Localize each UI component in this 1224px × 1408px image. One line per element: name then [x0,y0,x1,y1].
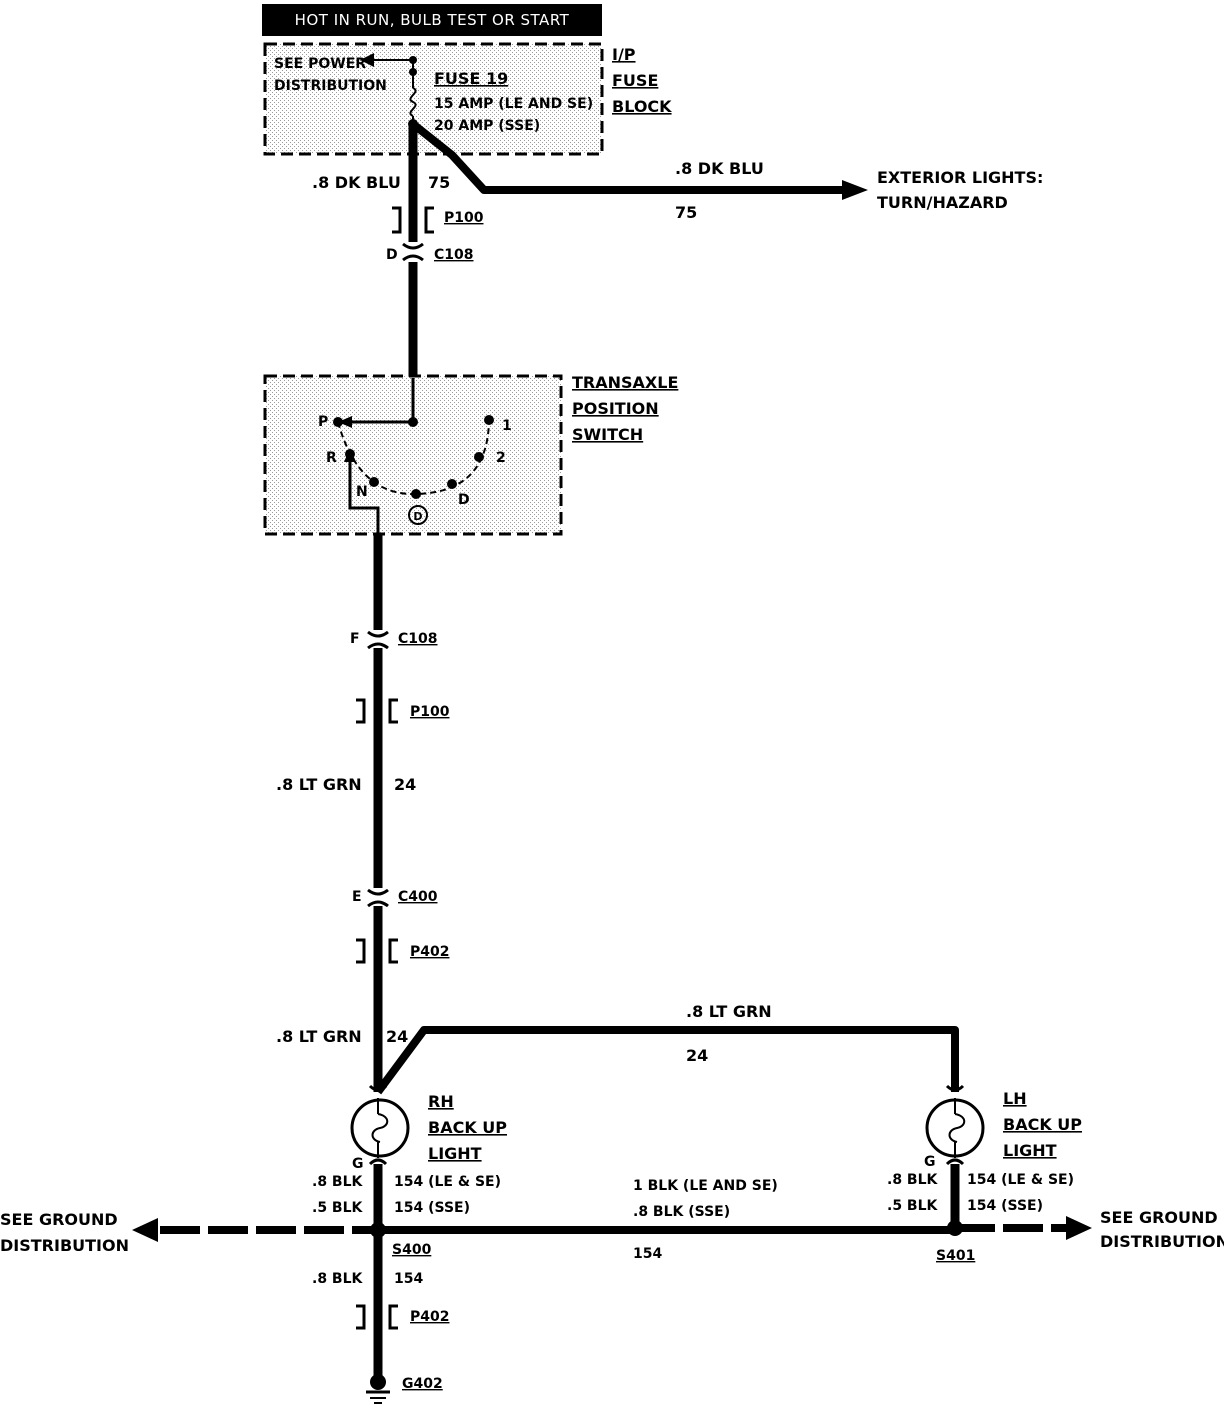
switch-reverse-arrow-icon [344,448,356,462]
power-banner: HOT IN RUN, BULB TEST OR START [262,4,602,36]
rh-ground-circuit-2: 154 (SSE) [394,1200,470,1216]
switch-pos-d: D [458,492,470,508]
wire-low-circuit: 24 [386,1027,408,1046]
p402-mid-label: P402 [410,944,449,960]
ground-right-arrowhead-icon [1066,1216,1092,1240]
switch-pos-2: 2 [496,450,506,466]
ip-fuse-block: SEE POWER DISTRIBUTION FUSE 19 15 AMP (L… [263,42,672,156]
rh-back-up-light-bulb-icon [350,1084,410,1166]
switch-pos-r: R [326,450,337,466]
ground-left-arrowhead-icon [132,1218,158,1242]
fuse-symbol-icon [409,87,417,117]
exterior-lights-arrowhead-icon [842,180,868,200]
p402-mid-connector-icon [356,938,398,964]
wire-dk-blu-branch [410,120,868,200]
ground-lead-color: .8 BLK [312,1271,364,1287]
s401-splice-icon [947,1220,963,1236]
see-ground-left-1: SEE GROUND [0,1210,118,1229]
rh-light-label-1: RH [428,1092,454,1111]
rh-light-label-2: BACK UP [428,1118,507,1137]
switch-wiper-arrow-icon [338,416,352,428]
lh-light-pin: G [924,1154,936,1170]
c108-top-pin: D [386,247,398,263]
wire-mid-color: .8 LT GRN [276,775,362,794]
ground-right-dashed-wire [955,1216,1092,1240]
c400-connector-icon [367,888,389,908]
ground-bus-color-1: 1 BLK (LE AND SE) [633,1178,778,1194]
fuse-block-label-1: I/P [612,45,636,64]
fuse-block-label-2: FUSE [612,71,658,90]
c108-top-label: C108 [434,247,474,263]
switch-pos-1: 1 [502,418,512,434]
ground-left-dashed-wire [132,1218,378,1242]
switch-pos-p: P [318,414,328,430]
ground-bus-color-2: .8 BLK (SSE) [633,1204,730,1220]
ground-lead-circuit: 154 [394,1271,423,1287]
p100-bottom-connector-icon [356,698,398,724]
see-ground-right-2: DISTRIBUTION [1100,1232,1224,1251]
lh-back-up-light-bulb-icon [925,1084,985,1166]
g402-label: G402 [402,1376,443,1392]
p402-bottom-connector-icon [356,1304,398,1330]
switch-label-3: SWITCH [572,425,643,444]
wire-cross-color: .8 LT GRN [686,1002,772,1021]
rh-ground-color-2: .5 BLK [312,1200,364,1216]
c400-label: C400 [398,889,438,905]
exterior-lights-text-2: TURN/HAZARD [877,193,1008,212]
see-power-text-2: DISTRIBUTION [274,78,387,94]
wire-cross-circuit: 24 [686,1046,708,1065]
ground-symbol-icon [366,1374,390,1404]
fuse-rating-1: 15 AMP (LE AND SE) [434,96,593,112]
lh-ground-color-1: .8 BLK [887,1172,939,1188]
lh-ground-color-2: .5 BLK [887,1198,939,1214]
rh-light-label-3: LIGHT [428,1144,482,1163]
c108-bottom-label: C108 [398,631,438,647]
banner-text: HOT IN RUN, BULB TEST OR START [295,11,570,29]
lh-ground-circuit-1: 154 (LE & SE) [967,1172,1074,1188]
p100-bottom-label: P100 [410,704,450,720]
switch-pos-n: N [356,484,368,500]
p100-top-label: P100 [444,210,484,226]
see-power-arrowhead-icon [360,53,374,67]
switch-label-1: TRANSAXLE [572,373,678,392]
rh-light-pin: G [352,1156,364,1172]
switch-label-2: POSITION [572,399,659,418]
fuse-block-label-3: BLOCK [612,97,672,116]
fuse-name: FUSE 19 [434,69,508,88]
s401-label: S401 [936,1248,975,1264]
see-power-text-1: SEE POWER [274,56,366,72]
wire-mid-circuit: 24 [394,775,416,794]
lh-ground-circuit-2: 154 (SSE) [967,1198,1043,1214]
c400-pin: E [352,889,362,905]
exterior-lights-text-1: EXTERIOR LIGHTS: [877,168,1043,187]
wire-lt-grn-cross [374,1026,959,1095]
fuse-rating-2: 20 AMP (SSE) [434,118,540,134]
lh-light-label-3: LIGHT [1003,1141,1057,1160]
c108-top-connector-icon [402,242,424,262]
circled-d-icon [408,505,428,525]
rh-ground-circuit-1: 154 (LE & SE) [394,1174,501,1190]
wire-branch-circuit: 75 [675,203,697,222]
see-ground-right-1: SEE GROUND [1100,1208,1218,1227]
ground-bus-circuit: 154 [633,1246,662,1262]
switch-pos-circled-d: D [413,510,422,523]
s400-label: S400 [392,1242,432,1258]
c108-bottom-connector-icon [367,630,389,650]
wire-top-color: .8 DK BLU [312,173,401,192]
wire-top-circuit: 75 [428,173,450,192]
transaxle-position-switch [263,374,563,536]
p402-bottom-label: P402 [410,1309,449,1325]
c108-bottom-pin: F [350,631,360,647]
wire-low-color: .8 LT GRN [276,1027,362,1046]
rh-ground-color-1: .8 BLK [312,1174,364,1190]
p100-top-connector-icon [392,206,434,234]
see-ground-left-2: DISTRIBUTION [0,1236,129,1255]
wire-branch-color: .8 DK BLU [675,159,764,178]
lh-light-label-1: LH [1003,1089,1027,1108]
lh-light-label-2: BACK UP [1003,1115,1082,1134]
